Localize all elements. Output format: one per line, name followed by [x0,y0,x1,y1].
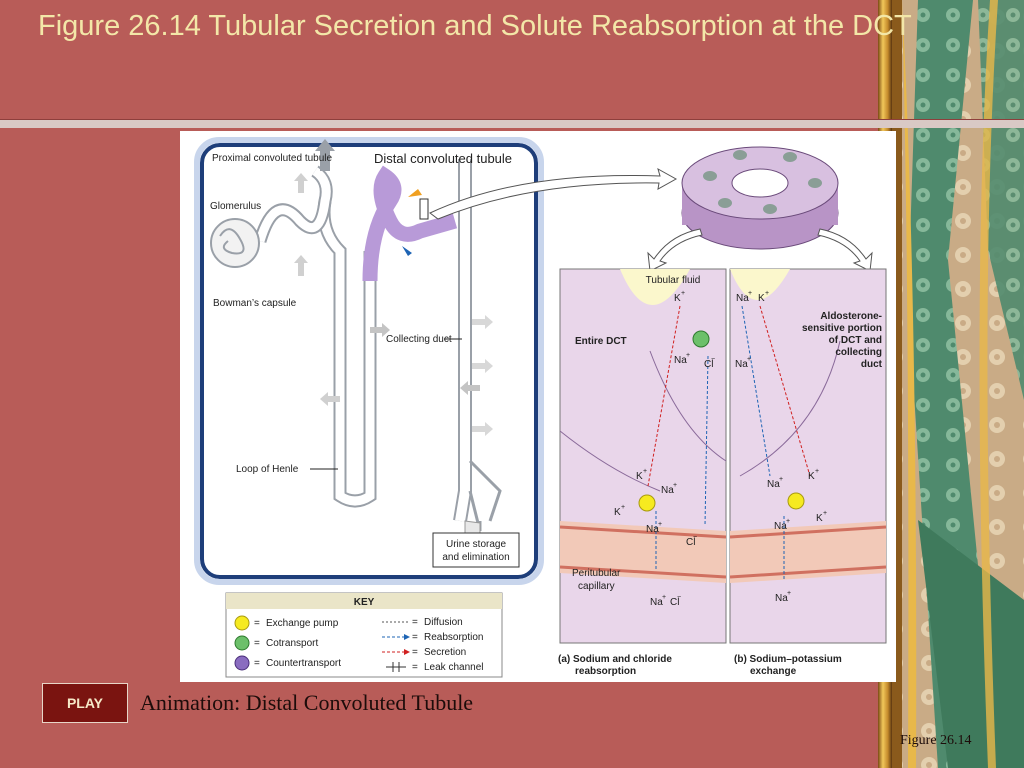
svg-text:K: K [808,471,815,482]
svg-text:+: + [686,352,690,359]
svg-text:Cotransport: Cotransport [266,638,318,649]
label-distal: Distal convoluted tubule [374,151,512,166]
svg-text:=: = [412,632,418,643]
label-proximal: Proximal convoluted tubule [212,153,333,164]
exchange-pump-symbol [638,494,656,512]
svg-text:Exchange pump: Exchange pump [266,618,339,629]
decorative-side-panel [878,0,1024,768]
svg-text:Diffusion: Diffusion [424,617,463,628]
svg-text:Na: Na [775,593,788,604]
svg-text:+: + [643,468,647,475]
label-glomerulus: Glomerulus [210,201,261,212]
svg-text:Na: Na [661,485,674,496]
svg-text:Countertransport: Countertransport [266,658,341,669]
svg-text:+: + [815,468,819,475]
svg-text:+: + [765,290,769,297]
slide-title: Figure 26.14 Tubular Secretion and Solut… [38,10,912,42]
svg-text:Na: Na [767,479,780,490]
svg-text:=: = [254,658,260,669]
svg-text:K: K [636,471,643,482]
svg-text:reabsorption: reabsorption [575,666,636,677]
svg-text:=: = [254,638,260,649]
svg-text:Cl: Cl [686,537,695,548]
title-divider-shadow [0,119,1024,120]
svg-text:Na: Na [735,359,748,370]
label-henle: Loop of Henle [236,464,299,475]
svg-text:=: = [412,662,418,673]
title-divider [0,120,1024,128]
svg-text:Aldosterone-: Aldosterone- [820,311,882,322]
svg-text:exchange: exchange [750,666,797,677]
svg-text:Leak channel: Leak channel [424,662,484,673]
svg-text:+: + [662,594,666,601]
svg-text:K: K [816,513,823,524]
svg-text:sensitive portion: sensitive portion [802,323,882,334]
svg-text:K: K [614,507,621,518]
arrow-up [315,139,335,171]
svg-text:+: + [787,590,791,597]
svg-text:Na: Na [774,521,787,532]
svg-text:−: − [677,594,681,601]
distal-tubule-highlight [362,165,458,282]
svg-text:Peritubular: Peritubular [572,568,621,579]
figure-number-label: Figure 26.14 [900,733,972,748]
svg-text:capillary: capillary [578,581,615,592]
svg-text:and elimination: and elimination [442,552,509,563]
label-collecting: Collecting duct [386,334,452,345]
svg-text:of DCT and: of DCT and [829,335,882,346]
svg-text:Entire DCT: Entire DCT [575,336,627,347]
svg-text:+: + [747,356,751,363]
key-legend: KEY = Exchange pump = Cotransport = Coun… [225,592,503,678]
svg-text:+: + [673,482,677,489]
svg-text:Secretion: Secretion [424,647,466,658]
label-bowmans: Bowman’s capsule [213,298,297,309]
svg-text:collecting: collecting [835,347,882,358]
svg-text:=: = [412,647,418,658]
glomerulus [210,218,260,268]
play-button[interactable]: PLAY [42,683,128,723]
svg-text:Na: Na [646,524,659,535]
cotransport-symbol [692,330,710,348]
secretion-path [647,305,681,487]
svg-text:+: + [621,504,625,511]
svg-text:Na: Na [674,355,687,366]
svg-text:+: + [779,476,783,483]
svg-text:+: + [823,510,827,517]
svg-text:Na: Na [736,293,749,304]
svg-text:Na: Na [650,597,663,608]
svg-text:K: K [674,293,681,304]
svg-text:+: + [681,290,685,297]
svg-text:Urine storage: Urine storage [446,539,506,550]
svg-text:=: = [254,618,260,629]
svg-text:Cl: Cl [704,359,713,370]
svg-text:Cl: Cl [670,597,679,608]
svg-text:+: + [786,518,790,525]
svg-text:Tubular fluid: Tubular fluid [646,275,701,286]
figure-image: Proximal convoluted tubule Distal convol… [180,131,896,682]
svg-text:Reabsorption: Reabsorption [424,632,483,643]
svg-text:+: + [658,521,662,528]
svg-text:(a) Sodium and chloride: (a) Sodium and chloride [558,654,672,665]
dct-cell-ring [681,146,839,250]
svg-text:duct: duct [861,359,883,370]
svg-text:+: + [748,290,752,297]
animation-caption: Animation: Distal Convoluted Tubule [140,690,474,715]
urine-box [432,532,520,568]
svg-text:−: − [711,356,715,363]
svg-text:=: = [412,617,418,628]
reabsorption-path [704,355,709,527]
svg-text:KEY: KEY [354,597,375,608]
svg-text:−: − [693,534,697,541]
svg-text:(b) Sodium–potassium: (b) Sodium–potassium [734,654,842,665]
svg-text:K: K [758,293,765,304]
